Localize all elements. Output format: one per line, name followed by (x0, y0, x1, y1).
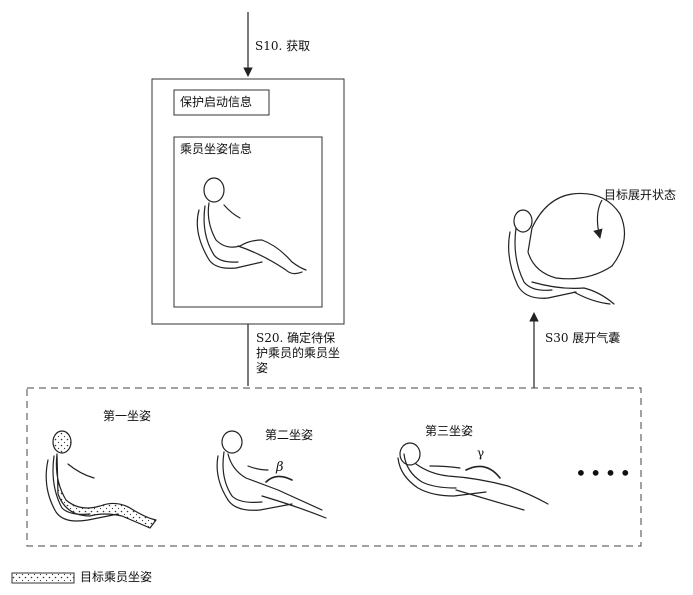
second-posture-label: 第二坐姿 (265, 428, 313, 443)
step-s30-label: S30 展开气囊 (545, 331, 620, 346)
occupant-posture-info-label: 乘员坐姿信息 (180, 142, 252, 157)
step-s20-label: S20. 确定待保护乘员的乘员坐姿 (256, 331, 340, 376)
protection-start-info-label: 保护启动信息 (180, 95, 252, 110)
third-posture-label: 第三坐姿 (425, 424, 473, 439)
deployed-airbag-figure (509, 193, 625, 304)
first-posture-label: 第一坐姿 (103, 409, 151, 424)
second-posture-figure (217, 431, 326, 518)
posture-info-box (174, 137, 322, 307)
gamma-symbol: γ (477, 446, 484, 461)
first-posture-figure (46, 431, 156, 528)
occupant-figure-info (197, 178, 306, 274)
legend-label: 目标乘员坐姿 (80, 570, 152, 585)
more-postures-ellipsis: •••• (575, 466, 634, 481)
step-s10-label: S10. 获取 (255, 39, 310, 54)
info-outer-box (152, 79, 344, 324)
legend-swatch (12, 573, 74, 583)
beta-symbol: β (276, 460, 284, 475)
third-posture-figure (398, 443, 548, 510)
target-deployment-state-label: 目标展开状态 (604, 188, 676, 203)
